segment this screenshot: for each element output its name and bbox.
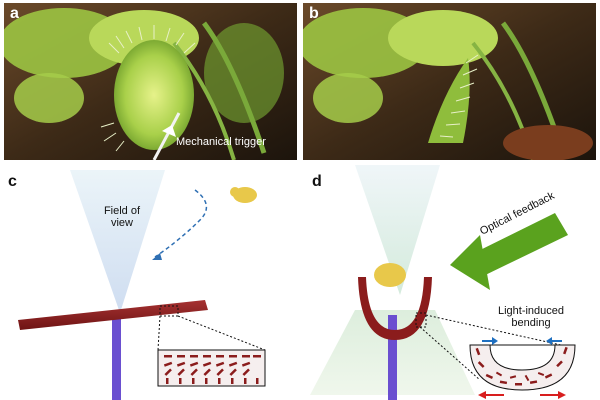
panel-label-a: a [10,5,19,22]
field-of-view-cone [70,170,165,313]
venus-flytrap-open-photo [4,3,297,160]
venus-flytrap-closed-photo [303,3,596,160]
panel-label-c: c [8,173,17,190]
optical-feedback-arrow [460,213,568,280]
field-of-view-line1: Field of [103,205,141,217]
bug-path-arrow [154,189,208,258]
field-of-view-line2: view [110,217,133,229]
panel-label-b: b [309,5,319,22]
robot-field-of-view-diagram [18,170,266,400]
captured-bug-icon [374,263,406,287]
robot-capture-diagram [310,165,576,400]
light-induced-bending-label: Light-induced bending [492,305,570,329]
light-induced-bending-line1: Light-induced [497,305,565,317]
panel-b-photo: b [303,3,596,160]
actuator-strip [18,300,208,330]
field-of-view-label: Field of view [92,205,152,229]
panel-a-photo: a Mechanical trigger [4,3,297,160]
panel-c-schematic: c Field of view [0,165,300,400]
laser-beam [388,315,397,400]
panel-label-d: d [312,173,322,190]
mechanical-trigger-label: Mechanical trigger [176,136,266,148]
laser-beam [112,315,121,400]
light-induced-bending-line2: bending [511,317,551,329]
panel-d-schematic: d Optical feedback Light-induced bending [300,165,600,400]
field-of-view-cone-upper [355,165,440,295]
bent-actuator-trap [358,277,432,340]
